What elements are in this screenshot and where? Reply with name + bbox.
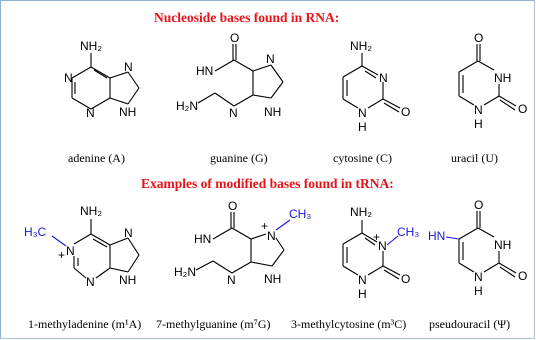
h2n-label: H₂N <box>174 265 196 279</box>
caption-cytosine: cytosine (C) <box>333 151 392 165</box>
n-atom: N <box>86 275 95 289</box>
nh-atom: NH <box>494 238 511 252</box>
n-atom: N <box>66 244 75 258</box>
methylcytosine-structure: NH₂ N + N H O CH₃ <box>342 205 419 301</box>
o-atom: O <box>518 269 527 283</box>
adenine-structure: NH₂ N N N NH <box>64 39 140 120</box>
n-atom: N <box>86 106 95 120</box>
caption-methylcytosine: 3-methylcytosine (m³C) <box>291 317 407 331</box>
rna-heading: Nucleoside bases found in RNA: <box>154 10 340 25</box>
methyl-label: H₃C <box>24 225 47 239</box>
h2n-label: H₂N <box>176 99 198 113</box>
cytosine-structure: NH₂ N N H O <box>342 39 410 134</box>
o-atom: O <box>401 272 410 286</box>
n-atom: N <box>124 60 133 74</box>
caption-uracil: uracil (U) <box>451 151 498 165</box>
h-atom: H <box>474 284 483 298</box>
n-atom: N <box>378 239 387 253</box>
h-atom: H <box>358 120 367 134</box>
o-atom: O <box>228 199 237 213</box>
n-atom: N <box>266 52 275 66</box>
n-atom: N <box>267 229 276 243</box>
h-atom: H <box>474 117 483 131</box>
caption-methylguanine: 7-methylguanine (m⁷G) <box>156 317 271 331</box>
nh-atom: NH <box>494 71 511 85</box>
uracil-structure: O NH N H O <box>458 31 527 131</box>
n-atom: N <box>229 106 238 120</box>
n-atom: N <box>124 226 133 240</box>
caption-methyladenine: 1-methyladenine (m¹A) <box>28 317 142 331</box>
pseudouracil-structure: O HN NH N H O <box>428 198 527 298</box>
n-atom: N <box>379 71 388 85</box>
n-atom: N <box>64 71 73 85</box>
o-atom: O <box>474 198 483 212</box>
guanine-structure: O HN N N NH H₂N <box>176 31 284 120</box>
charge-plus: + <box>261 219 268 233</box>
o-atom: O <box>518 102 527 116</box>
hn-atom: HN <box>196 64 213 78</box>
amino-label: NH₂ <box>80 204 102 218</box>
methyl-label: CH₃ <box>289 207 311 221</box>
o-atom: O <box>401 105 410 119</box>
amino-label: NH₂ <box>350 205 372 219</box>
methylguanine-structure: O HN N N + NH H₂N CH₃ <box>174 199 311 287</box>
amino-label: NH₂ <box>350 39 372 53</box>
hn-atom: HN <box>194 232 211 246</box>
n-atom: N <box>358 273 367 287</box>
o-atom: O <box>230 31 239 45</box>
hn-atom: HN <box>428 229 445 243</box>
o-atom: O <box>474 31 483 45</box>
methyl-label: CH₃ <box>397 225 419 239</box>
h-atom: H <box>358 287 367 301</box>
charge-plus: + <box>58 248 65 262</box>
amino-label: NH₂ <box>80 39 102 53</box>
trna-heading: Examples of modified bases found in tRNA… <box>141 176 394 191</box>
n-atom: N <box>358 106 367 120</box>
n-atom: N <box>474 103 483 117</box>
caption-guanine: guanine (G) <box>210 151 268 165</box>
nh-atom: NH <box>264 272 281 286</box>
caption-pseudouracil: pseudouracil (Ψ) <box>429 317 511 331</box>
n-atom: N <box>227 273 236 287</box>
n-atom: N <box>474 270 483 284</box>
caption-adenine: adenine (A) <box>68 151 125 165</box>
nh-atom: NH <box>119 273 136 287</box>
nh-atom: NH <box>264 105 281 119</box>
methyladenine-structure: H₃C NH₂ N + N N NH <box>24 204 140 289</box>
charge-plus: + <box>373 230 380 244</box>
nh-atom: NH <box>119 105 136 119</box>
